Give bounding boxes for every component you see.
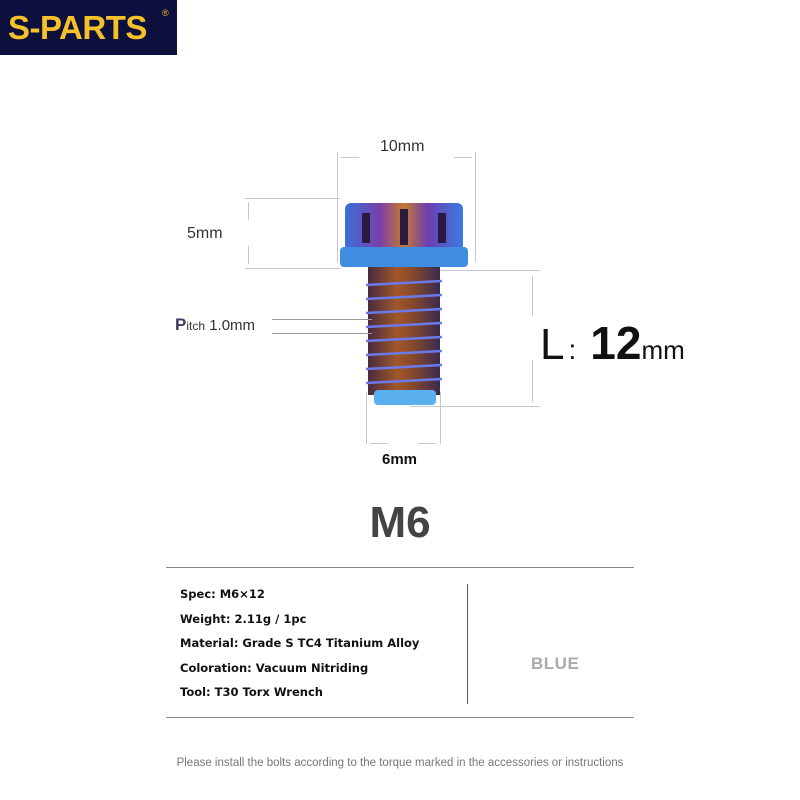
pitch-label: Pitch 1.0mm: [175, 315, 255, 335]
head-height-arrow-bottom: [248, 246, 249, 264]
length-guide-top: [440, 270, 540, 271]
head-width-guide-left: [337, 152, 338, 262]
diameter-arrow-left: [370, 443, 388, 444]
thread-diameter-label: 6mm: [382, 451, 418, 468]
spec-item: Spec: M6×12: [180, 587, 265, 601]
length-guide-bottom: [410, 406, 540, 407]
spec-item: Coloration: Vacuum Nitriding: [180, 660, 369, 675]
diameter-arrow-right: [418, 443, 436, 444]
length-arrow-line-top: [532, 276, 533, 316]
spec-item: Material: Grade S TC4 Titanium Alloy: [180, 636, 420, 650]
brand-name: S-PARTS: [8, 8, 147, 46]
head-width-arrow-left: [341, 157, 359, 158]
length-value: 12: [590, 317, 642, 369]
registered-mark: ®: [162, 8, 169, 18]
spec-list: Spec: M6×12 Weight: 2.11g / 1pc Material…: [180, 582, 419, 705]
head-height-label: 5mm: [187, 225, 223, 242]
head-width-label: 10mm: [380, 138, 425, 155]
divider-top: [166, 567, 634, 568]
diameter-guide-left: [366, 392, 367, 444]
titanium-bolt-image: [340, 203, 468, 405]
spec-column-divider: [467, 584, 468, 704]
length-letter: L: [540, 320, 565, 369]
pitch-value: 1.0mm: [205, 317, 256, 334]
divider-bottom: [166, 717, 634, 718]
length-label: L:12mm: [540, 316, 685, 370]
head-height-guide-top: [245, 198, 340, 199]
pitch-line-top: [272, 319, 372, 320]
length-unit: mm: [641, 335, 685, 365]
diameter-guide-right: [440, 392, 441, 444]
pitch-suffix: itch: [186, 319, 206, 333]
pitch-prefix: P: [175, 315, 187, 334]
head-height-guide-bottom: [245, 268, 340, 269]
length-separator: :: [568, 334, 577, 365]
pitch-line-bottom: [272, 333, 372, 334]
install-note: Please install the bolts according to th…: [176, 757, 624, 769]
head-width-arrow-right: [454, 157, 472, 158]
head-width-guide-right: [475, 152, 476, 262]
size-title: M6: [369, 498, 431, 547]
spec-item: Weight: 2.11g / 1pc: [180, 611, 307, 626]
color-option-label: BLUE: [531, 654, 580, 673]
brand-logo: S-PARTS ®: [0, 0, 177, 55]
spec-item: Tool: T30 Torx Wrench: [180, 685, 323, 699]
length-arrow-line-bottom: [532, 360, 533, 402]
head-height-arrow-top: [248, 202, 249, 220]
